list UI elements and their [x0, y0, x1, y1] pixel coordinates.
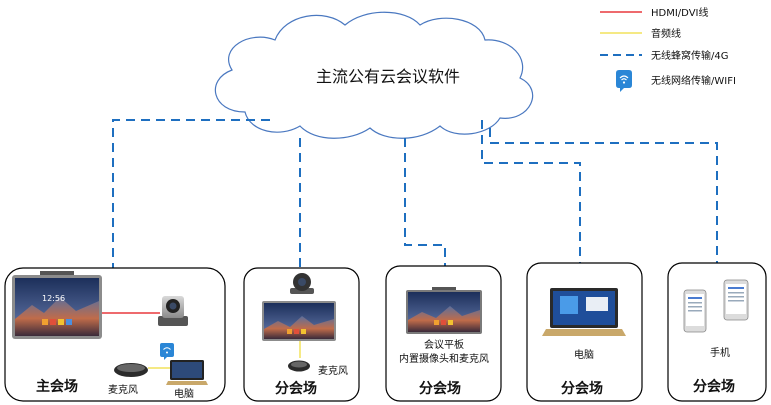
laptop-icon	[166, 360, 208, 385]
phone-icon	[683, 289, 707, 333]
legend: HDMI/DVI线 音频线 无线蜂窝传输/4G 无线网络传输/WIFI	[600, 6, 736, 92]
main-pc-label: 电脑	[174, 387, 194, 400]
display-icon	[262, 301, 336, 341]
link-main-venue	[112, 119, 270, 268]
venue5-device-label: 手机	[710, 346, 730, 359]
venue5-title: 分会场	[693, 378, 735, 395]
legend-wifi-label: 无线网络传输/WIFI	[651, 74, 736, 87]
venue3-device-label: 会议平板	[424, 338, 464, 351]
cloud-label: 主流公有云会议软件	[316, 67, 460, 86]
laptop-icon	[542, 288, 626, 336]
phone-icon	[723, 279, 749, 321]
ptz-camera-icon	[290, 273, 314, 294]
legend-hdmi-label: HDMI/DVI线	[651, 6, 708, 19]
main-display-icon	[12, 271, 102, 339]
link-venue-3	[404, 138, 446, 266]
ptz-camera-icon	[158, 296, 188, 326]
microphone-icon	[288, 360, 310, 372]
cloud	[214, 11, 533, 139]
wireless-links	[112, 119, 718, 268]
link-venue-5	[489, 128, 718, 263]
venue2-mic-label: 麦克风	[318, 365, 348, 377]
main-venue-title: 主会场	[36, 378, 78, 395]
main-mic-label: 麦克风	[108, 384, 138, 396]
main-display-time: 12:56	[42, 294, 65, 303]
link-venue-4	[481, 120, 581, 263]
venue2-title: 分会场	[275, 380, 317, 397]
conference-tablet-icon	[406, 287, 482, 334]
wifi-icon	[160, 343, 174, 360]
venue3-device-sublabel: 内置摄像头和麦克风	[399, 352, 489, 365]
legend-4g-label: 无线蜂窝传输/4G	[651, 49, 728, 62]
venue4-title: 分会场	[561, 380, 603, 397]
legend-audio-label: 音频线	[651, 27, 681, 40]
venue4-device-label: 电脑	[574, 348, 594, 361]
microphone-icon	[114, 363, 148, 377]
venue3-title: 分会场	[419, 380, 461, 397]
wifi-icon	[616, 70, 632, 92]
